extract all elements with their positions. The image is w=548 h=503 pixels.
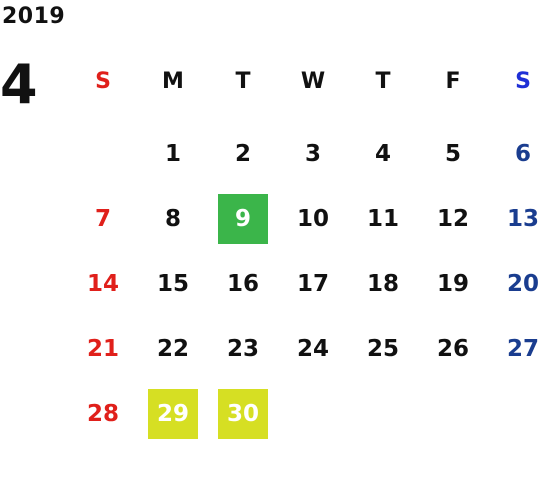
day-cell-sunday[interactable]: 21 bbox=[68, 316, 138, 381]
day-cell-saturday[interactable]: 20 bbox=[488, 251, 548, 316]
day-number: 15 bbox=[156, 270, 189, 297]
day-number: 19 bbox=[436, 270, 469, 297]
day-number: 2 bbox=[234, 140, 251, 167]
day-number: 26 bbox=[436, 335, 469, 362]
day-cell[interactable]: 24 bbox=[278, 316, 348, 381]
day-number: 13 bbox=[506, 205, 539, 232]
day-number: 17 bbox=[296, 270, 329, 297]
day-cell[interactable]: 19 bbox=[418, 251, 488, 316]
day-number: 8 bbox=[164, 205, 181, 232]
month-number: 4 bbox=[0, 53, 38, 116]
day-number: 24 bbox=[296, 335, 329, 362]
day-number: 1 bbox=[164, 140, 181, 167]
year-label: 2019 bbox=[2, 4, 66, 29]
day-number: 16 bbox=[226, 270, 259, 297]
day-number: 12 bbox=[436, 205, 469, 232]
day-number: 21 bbox=[86, 335, 119, 362]
weekday-thursday: T bbox=[375, 68, 391, 94]
day-number: 6 bbox=[514, 140, 531, 167]
day-number: 25 bbox=[366, 335, 399, 362]
day-cell[interactable]: 17 bbox=[278, 251, 348, 316]
calendar-grid: S M T W T F S 1 2 3 4 5 6 7 8 9 10 11 12… bbox=[68, 56, 548, 446]
weekday-wednesday: W bbox=[300, 68, 326, 94]
day-number: 20 bbox=[506, 270, 539, 297]
day-number: 9 bbox=[234, 205, 251, 232]
day-cell[interactable]: 8 bbox=[138, 186, 208, 251]
day-cell[interactable]: 16 bbox=[208, 251, 278, 316]
day-cell[interactable]: 15 bbox=[138, 251, 208, 316]
day-cell[interactable]: 2 bbox=[208, 121, 278, 186]
day-number: 29 bbox=[156, 400, 189, 427]
day-cell[interactable]: 1 bbox=[138, 121, 208, 186]
day-cell[interactable]: 11 bbox=[348, 186, 418, 251]
day-cell[interactable]: 12 bbox=[418, 186, 488, 251]
day-cell[interactable]: 22 bbox=[138, 316, 208, 381]
day-number: 5 bbox=[444, 140, 461, 167]
day-number: 7 bbox=[94, 205, 111, 232]
day-cell[interactable]: 4 bbox=[348, 121, 418, 186]
day-cell-highlighted-green[interactable]: 9 bbox=[208, 186, 278, 251]
weekday-saturday: S bbox=[515, 68, 531, 94]
day-cell[interactable]: 26 bbox=[418, 316, 488, 381]
day-cell-sunday[interactable]: 7 bbox=[68, 186, 138, 251]
day-number: 4 bbox=[374, 140, 391, 167]
day-cell-saturday[interactable]: 27 bbox=[488, 316, 548, 381]
day-cell-highlighted-yellow[interactable]: 29 bbox=[138, 381, 208, 446]
weekday-tuesday: T bbox=[235, 68, 251, 94]
empty-day-cell bbox=[68, 121, 138, 186]
day-cell-highlighted-yellow[interactable]: 30 bbox=[208, 381, 278, 446]
day-cell[interactable]: 23 bbox=[208, 316, 278, 381]
day-cell[interactable]: 5 bbox=[418, 121, 488, 186]
day-number: 3 bbox=[304, 140, 321, 167]
day-cell[interactable]: 18 bbox=[348, 251, 418, 316]
day-number: 27 bbox=[506, 335, 539, 362]
day-number: 30 bbox=[226, 400, 259, 427]
day-number: 23 bbox=[226, 335, 259, 362]
day-number: 22 bbox=[156, 335, 189, 362]
day-number: 18 bbox=[366, 270, 399, 297]
day-cell[interactable]: 10 bbox=[278, 186, 348, 251]
day-cell-sunday[interactable]: 14 bbox=[68, 251, 138, 316]
day-number: 28 bbox=[86, 400, 119, 427]
day-cell-saturday[interactable]: 6 bbox=[488, 121, 548, 186]
day-cell-saturday[interactable]: 13 bbox=[488, 186, 548, 251]
weekday-friday: F bbox=[445, 68, 461, 94]
weekday-sunday: S bbox=[95, 68, 111, 94]
weekday-monday: M bbox=[162, 68, 184, 94]
day-cell[interactable]: 3 bbox=[278, 121, 348, 186]
day-number: 14 bbox=[86, 270, 119, 297]
day-cell[interactable]: 25 bbox=[348, 316, 418, 381]
day-number: 11 bbox=[366, 205, 399, 232]
day-number: 10 bbox=[296, 205, 329, 232]
day-cell-sunday[interactable]: 28 bbox=[68, 381, 138, 446]
